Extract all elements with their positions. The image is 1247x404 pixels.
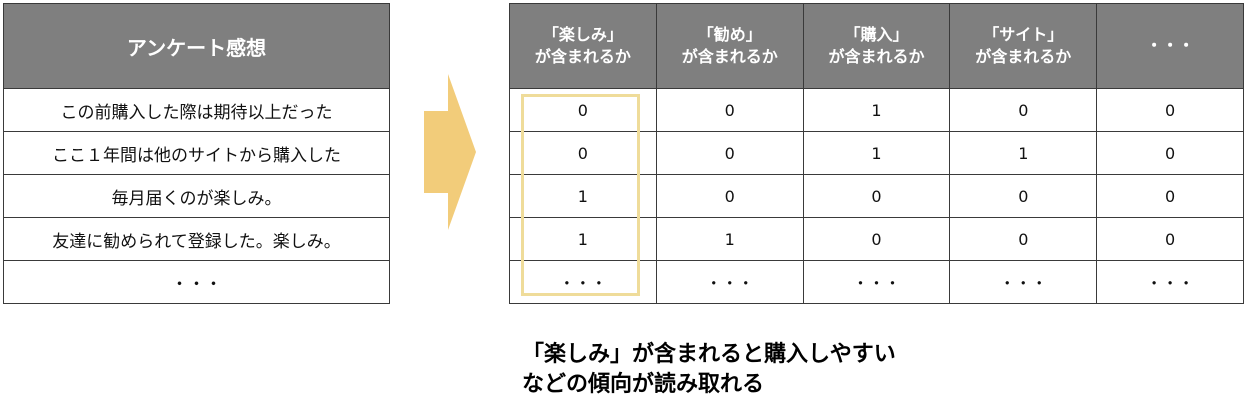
matrix-cell-ellipsis: ・・・ [1096,260,1244,304]
matrix-cell-ellipsis: ・・・ [655,260,804,304]
survey-comment-ellipsis: ・・・ [3,260,390,304]
keyword-header-line1: 「楽しみ」 [542,25,623,44]
keyword-header-ellipsis: ・・・ [1096,3,1244,89]
conclusion-text: 「楽しみ」が含まれると購入しやすい などの傾向が読み取れる [522,340,896,400]
keyword-header-line1: 「サイト」 [983,25,1064,44]
matrix-cell: 1 [509,174,657,218]
matrix-cell: 0 [655,88,804,132]
matrix-cell-ellipsis: ・・・ [509,260,657,304]
keyword-header-line1: ・・・ [1146,36,1195,55]
matrix-cell: 0 [655,174,804,218]
table-row: ・・・ ・・・ ・・・ ・・・ ・・・ [509,260,1244,304]
matrix-cell: 0 [949,174,1098,218]
matrix-cell: 0 [1096,217,1244,261]
matrix-cell: 1 [802,131,951,175]
keyword-header-site: 「サイト」 が含まれるか [949,3,1098,89]
keyword-header-tanoshimi: 「楽しみ」 が含まれるか [509,3,657,89]
matrix-cell: 1 [802,88,951,132]
keyword-header-line2: が含まれるか [534,47,631,66]
keyword-matrix-table: 「楽しみ」 が含まれるか 「勧め」 が含まれるか 「購入」 が含まれるか 「サイ… [509,3,1244,304]
keyword-header-susume: 「勧め」 が含まれるか [655,3,804,89]
survey-comment-cell: 毎月届くのが楽しみ。 [3,174,390,218]
conclusion-line2: などの傾向が読み取れる [522,372,765,397]
survey-comment-cell: ここ１年間は他のサイトから購入した [3,131,390,175]
matrix-cell: 0 [509,88,657,132]
keyword-header-line2: が含まれるか [828,47,925,66]
right-arrow-icon [424,74,476,230]
keyword-header-line1: 「購入」 [844,25,909,44]
survey-comment-cell: 友達に勧められて登録した。楽しみ。 [3,217,390,261]
matrix-cell-ellipsis: ・・・ [802,260,951,304]
matrix-cell: 0 [802,174,951,218]
survey-comments-header: アンケート感想 [3,3,390,89]
matrix-cell: 0 [949,217,1098,261]
survey-comments-table: アンケート感想 この前購入した際は期待以上だった ここ１年間は他のサイトから購入… [3,3,390,304]
table-row: 0 0 1 1 0 [509,131,1244,175]
matrix-cell: 0 [949,88,1098,132]
survey-comment-cell: この前購入した際は期待以上だった [3,88,390,132]
table-row: 1 0 0 0 0 [509,174,1244,218]
keyword-header-konyu: 「購入」 が含まれるか [802,3,951,89]
matrix-cell: 0 [509,131,657,175]
table-row: 1 1 0 0 0 [509,217,1244,261]
matrix-cell: 0 [802,217,951,261]
matrix-cell: 0 [1096,88,1244,132]
matrix-cell: 0 [1096,174,1244,218]
matrix-cell: 1 [509,217,657,261]
keyword-header-line2: が含まれるか [681,47,778,66]
keyword-header-line2: が含まれるか [975,47,1072,66]
conclusion-line1: 「楽しみ」が含まれると購入しやすい [522,342,896,367]
matrix-cell-ellipsis: ・・・ [949,260,1098,304]
table-row: 0 0 1 0 0 [509,88,1244,132]
matrix-cell: 0 [1096,131,1244,175]
matrix-cell: 1 [655,217,804,261]
keyword-header-line1: 「勧め」 [697,25,762,44]
matrix-cell: 1 [949,131,1098,175]
matrix-cell: 0 [655,131,804,175]
